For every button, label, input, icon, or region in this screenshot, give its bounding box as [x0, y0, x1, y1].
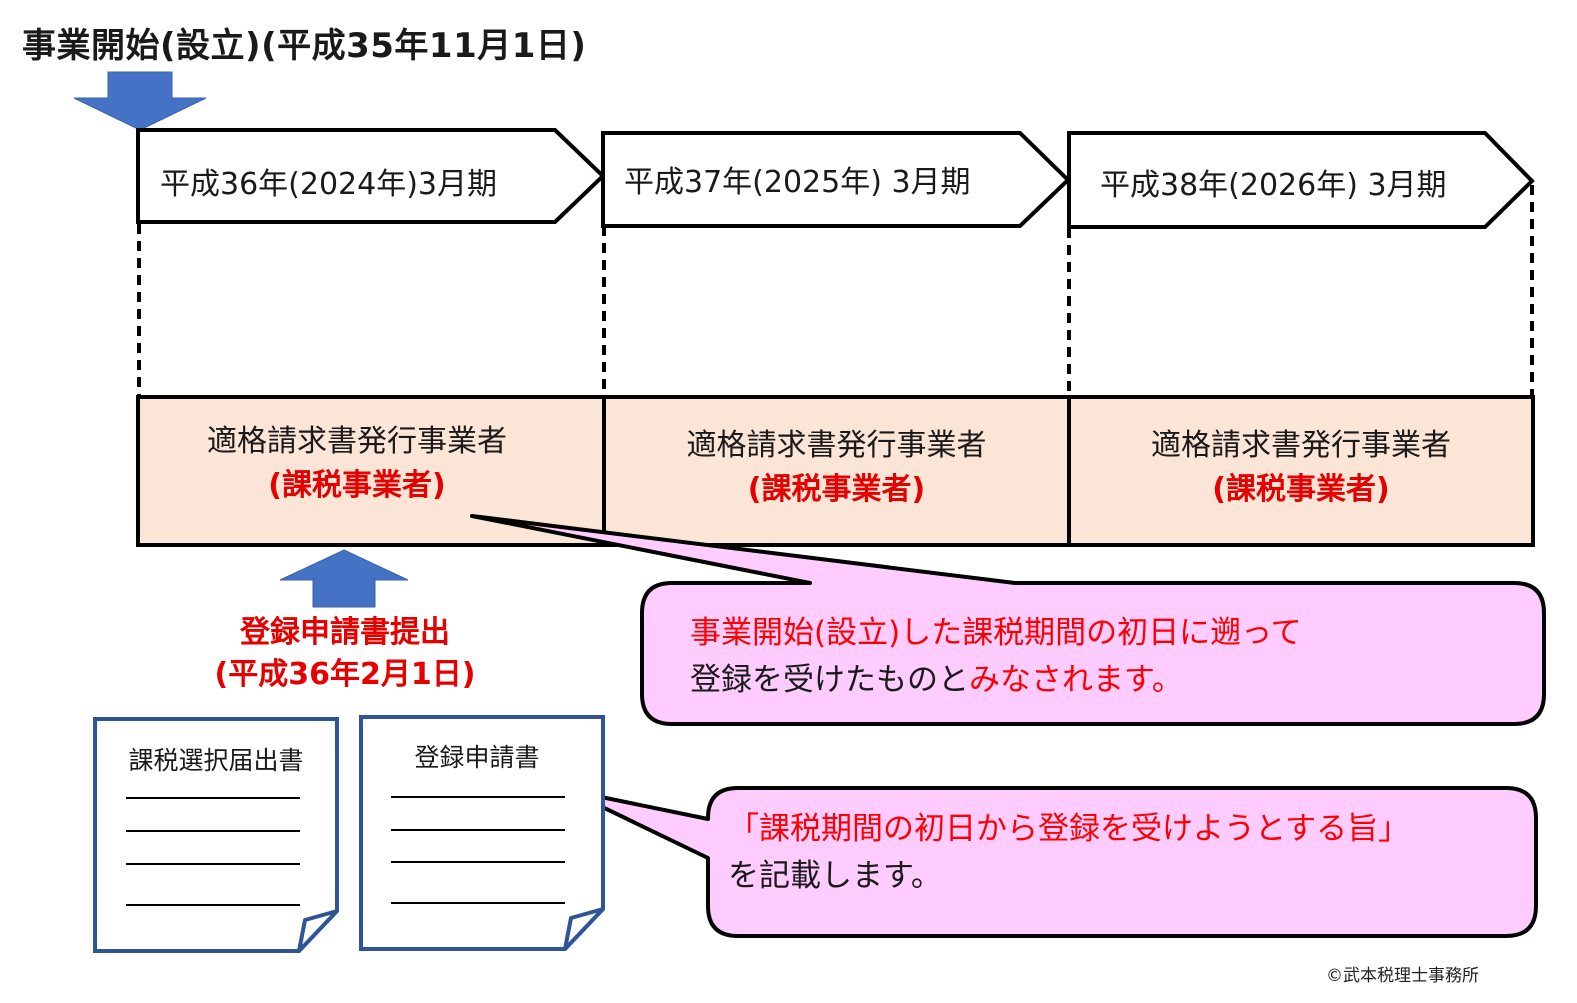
callout-2-bubble [565, 786, 1538, 938]
status-line-1: 適格請求書発行事業者 [686, 428, 987, 463]
document-1-title: 課税選択届出書 [128, 746, 304, 775]
period-label-1: 平成36年(2024年)3月期 [160, 167, 498, 202]
document-2-title: 登録申請書 [414, 743, 540, 772]
status-box-2 [602, 395, 1071, 547]
status-line-2: (課税事業者) [268, 467, 446, 503]
status-line-2: (課税事業者) [1212, 471, 1390, 507]
document-2-lines [391, 796, 565, 904]
page-title: 事業開始(設立)(平成35年11月1日) [22, 26, 587, 66]
callout-1-red-part: みなされます。 [969, 661, 1183, 698]
filing-line-1: 登録申請書提出 [240, 615, 450, 650]
filing-line-2: (平成36年2月1日) [214, 657, 476, 692]
callout-1-red-line: 事業開始(設立)した課税期間の初日に遡って [690, 615, 1302, 651]
callout-2-red-line: 「課税期間の初日から登録を受けようとする旨」 [728, 811, 1410, 847]
document-1-lines [126, 797, 300, 906]
period-chevron-3 [1067, 131, 1535, 229]
period-chevron-1 [136, 128, 606, 224]
period-label-2: 平成37年(2025年) 3月期 [624, 165, 971, 200]
callout-1-text: 事業開始(設立)した課税期間の初日に遡って 登録を受けたものとみなされます。 [690, 610, 1302, 703]
status-line-1: 適格請求書発行事業者 [207, 424, 507, 459]
status-box-1-text: 適格請求書発行事業者 (課税事業者) [142, 420, 572, 507]
status-line-1: 適格請求書発行事業者 [1151, 428, 1451, 463]
document-2-fold [563, 907, 605, 951]
callout-1-second-line: 登録を受けたものとみなされます。 [690, 657, 1302, 704]
callout-1-bubble [470, 514, 1546, 726]
copyright-text: ©武本税理士事務所 [1326, 966, 1479, 986]
callout-2-text: 「課税期間の初日から登録を受けようとする旨」 を記載します。 [728, 806, 1409, 899]
period-boundary-lines [137, 185, 1534, 397]
status-line-2: (課税事業者) [747, 471, 926, 507]
document-1-fold [297, 909, 339, 953]
filing-label: 登録申請書提出 (平成36年2月1日) [190, 612, 500, 696]
callout-2-black-line: を記載します。 [728, 857, 942, 894]
status-box-3 [1067, 395, 1535, 547]
period-label-3: 平成38年(2026年) 3月期 [1100, 168, 1447, 203]
status-box-1 [136, 395, 606, 547]
period-chevron-2 [601, 131, 1071, 228]
filing-up-arrow [279, 549, 409, 608]
status-box-2-text: 適格請求書発行事業者 (課税事業者) [606, 424, 1067, 511]
status-box-3-text: 適格請求書発行事業者 (課税事業者) [1071, 424, 1531, 511]
start-down-arrow [73, 71, 207, 131]
callout-1-black-part: 登録を受けたものと [690, 661, 969, 698]
